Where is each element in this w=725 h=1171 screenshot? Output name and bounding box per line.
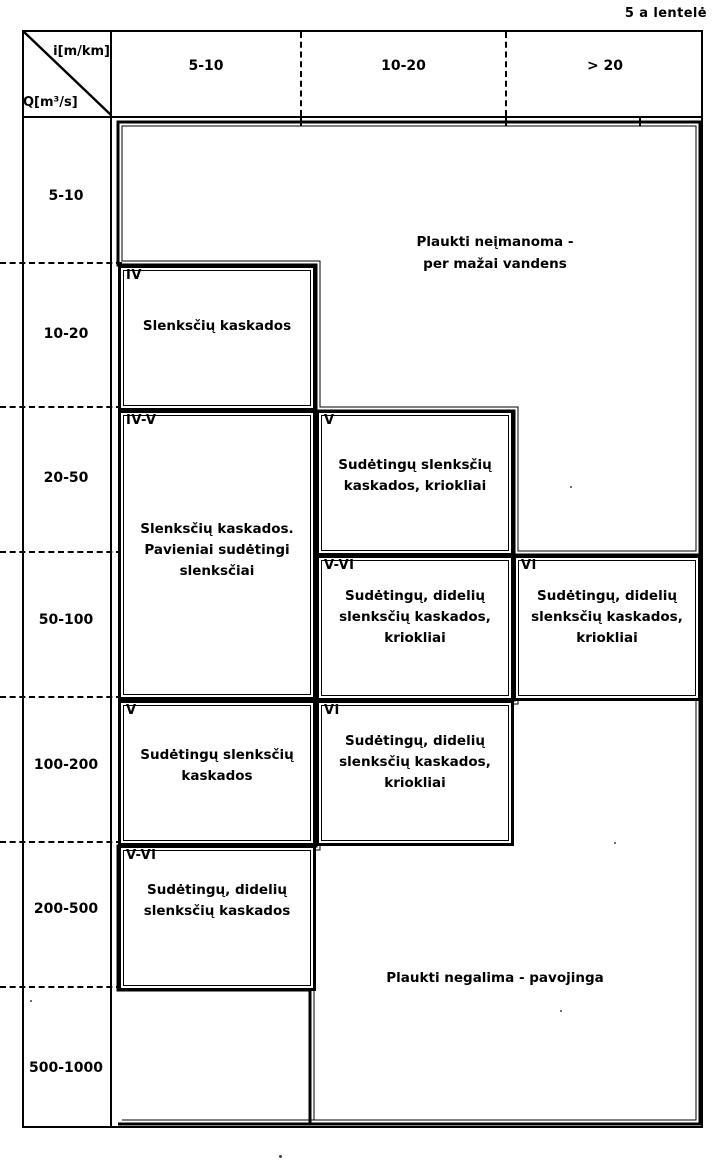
region-box-iv-v: IV-V Slenksčių kaskados. Pavieniai sudėt… <box>118 410 316 700</box>
column-tick-2 <box>505 117 507 126</box>
region-box-iv: IV Slenksčių kaskados <box>118 265 316 411</box>
region-text: Slenksčių kaskados. Pavieniai sudėtingi … <box>140 521 294 579</box>
region-text: Sudėtingų slenksčių kaskados, kriokliai <box>338 457 492 494</box>
column-tick-3 <box>639 117 641 126</box>
row-header-1: 5-10 <box>48 188 84 204</box>
column-separator-1 <box>300 32 302 116</box>
region-text: Slenksčių kaskados <box>142 318 292 334</box>
row-header-6: 200-500 <box>33 901 99 917</box>
row-header-2: 10-20 <box>43 326 89 342</box>
row-separator-5 <box>0 841 122 843</box>
region-dangerous-text: Plaukti negalima - pavojinga <box>386 970 604 986</box>
scan-speck <box>279 1155 282 1158</box>
table-caption: 5 a lentelė <box>624 6 707 21</box>
region-box-v-lower: V Sudėtingų slenksčių kaskados <box>118 700 316 846</box>
row-header-7: 500-1000 <box>29 1060 103 1076</box>
row-separator-1 <box>0 262 122 264</box>
table-frame <box>22 30 703 1128</box>
region-text: Sudėtingų, didelių slenksčių kaskados <box>143 882 291 919</box>
column-tick-1 <box>300 117 302 126</box>
region-class-label: IV-V <box>126 413 157 428</box>
diagonal-divider-icon <box>22 30 112 116</box>
region-box-v-vi-mid: V-VI Sudėtingų, didelių slenksčių kaskad… <box>316 555 514 701</box>
region-text: Sudėtingų, didelių slenksčių kaskados, k… <box>339 733 491 791</box>
region-class-label: VI <box>521 558 537 573</box>
scan-speck <box>614 842 616 844</box>
row-header-5: 100-200 <box>33 757 99 773</box>
region-class-label: V-VI <box>126 848 157 863</box>
region-class-label: IV <box>126 268 142 283</box>
row-separator-6 <box>0 986 122 988</box>
scan-speck <box>560 1010 562 1012</box>
column-header-2: 10-20 <box>381 58 426 74</box>
region-box-v-upper: V Sudėtingų slenksčių kaskados, krioklia… <box>316 410 514 556</box>
row-axis-label: Q[m³/s] <box>23 95 78 110</box>
region-box-vi-right: VI Sudėtingų, didelių slenksčių kaskados… <box>513 555 701 701</box>
column-header-3: > 20 <box>586 58 624 74</box>
scan-speck <box>30 1000 32 1002</box>
region-class-label: VI <box>324 703 340 718</box>
row-header-3: 20-50 <box>43 470 89 486</box>
region-text: Sudėtingų, didelių slenksčių kaskados, k… <box>339 588 491 646</box>
scan-speck <box>470 468 472 470</box>
column-axis-label: i[m/km] <box>53 44 110 59</box>
axis-corner-cell: i[m/km] Q[m³/s] <box>22 30 112 116</box>
row-separator-2 <box>0 406 122 408</box>
region-box-v-vi-lower: V-VI Sudėtingų, didelių slenksčių kaskad… <box>118 845 316 991</box>
row-separator-4 <box>0 696 122 698</box>
header-divider <box>22 116 703 118</box>
scan-speck <box>570 486 572 488</box>
region-text: Sudėtingų slenksčių kaskados <box>140 747 294 784</box>
column-separator-2 <box>505 32 507 116</box>
region-class-label: V <box>126 703 137 718</box>
row-label-column-divider <box>110 30 112 1128</box>
row-header-4: 50-100 <box>38 612 94 628</box>
region-class-label: V-VI <box>324 558 355 573</box>
row-separator-3 <box>0 551 122 553</box>
region-text: Sudėtingų, didelių slenksčių kaskados, k… <box>531 588 683 646</box>
region-too-shallow-text: Plaukti neįmanoma - per mažai vandens <box>416 234 574 272</box>
region-box-vi-mid: VI Sudėtingų, didelių slenksčių kaskados… <box>316 700 514 846</box>
region-class-label: V <box>324 413 335 428</box>
column-header-1: 5-10 <box>188 58 224 74</box>
